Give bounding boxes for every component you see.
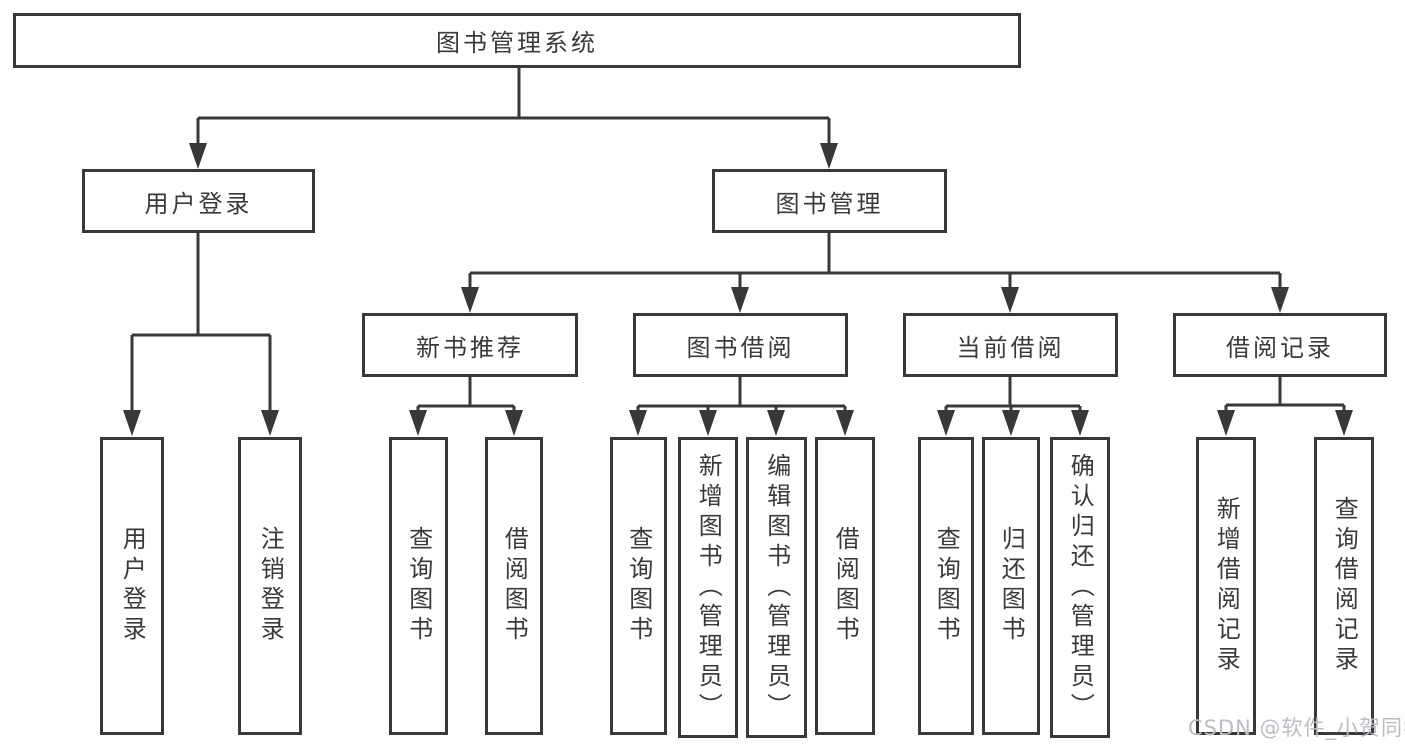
leaf-borrow-books-label: 借阅图书 xyxy=(831,526,860,646)
node-current-borrow: 当前借阅 xyxy=(903,313,1118,377)
leaf-edit-book-admin-label: 编辑图书（管理员） xyxy=(762,452,791,723)
node-user-login-label: 用户登录 xyxy=(144,189,253,218)
csdn-watermark: CSDN @软件_小贺同学 xyxy=(1188,716,1405,740)
leaf-confirm-return-admin-label: 确认归还（管理员） xyxy=(1066,452,1095,723)
node-borrow-records: 借阅记录 xyxy=(1173,313,1387,377)
leaf-logout: 注销登录 xyxy=(238,437,302,735)
node-new-book-recommend-label: 新书推荐 xyxy=(416,333,524,362)
leaf-user-login-label: 用户登录 xyxy=(118,526,147,646)
node-current-borrow-label: 当前借阅 xyxy=(956,333,1065,362)
leaf-add-book-admin: 新增图书（管理员） xyxy=(678,437,738,738)
leaf-query-books-borrow: 查询图书 xyxy=(610,437,667,735)
node-book-borrow-label: 图书借阅 xyxy=(686,333,795,362)
leaf-borrow-books-recommend-label: 借阅图书 xyxy=(500,526,529,646)
leaf-query-books-recommend: 查询图书 xyxy=(389,437,448,735)
leaf-query-books-borrow-label: 查询图书 xyxy=(624,526,653,646)
leaf-logout-label: 注销登录 xyxy=(256,526,285,646)
leaf-add-book-admin-label: 新增图书（管理员） xyxy=(694,452,723,723)
node-user-login: 用户登录 xyxy=(82,169,315,233)
node-new-book-recommend: 新书推荐 xyxy=(362,313,578,377)
node-book-management-label: 图书管理 xyxy=(775,189,884,218)
leaf-query-books-current-label: 查询图书 xyxy=(932,526,961,646)
leaf-user-login: 用户登录 xyxy=(100,437,164,735)
leaf-edit-book-admin: 编辑图书（管理员） xyxy=(746,437,807,738)
node-root-label: 图书管理系统 xyxy=(436,29,598,57)
node-book-management: 图书管理 xyxy=(712,169,947,233)
leaf-return-book-label: 归还图书 xyxy=(997,526,1026,646)
leaf-borrow-books: 借阅图书 xyxy=(815,437,875,735)
leaf-borrow-books-recommend: 借阅图书 xyxy=(485,437,543,735)
leaf-add-borrow-record-label: 新增借阅记录 xyxy=(1212,496,1241,676)
leaf-confirm-return-admin: 确认归还（管理员） xyxy=(1050,437,1110,738)
leaf-query-books-current: 查询图书 xyxy=(918,437,974,735)
node-book-borrow: 图书借阅 xyxy=(633,313,848,377)
leaf-add-borrow-record: 新增借阅记录 xyxy=(1196,437,1256,735)
node-root: 图书管理系统 xyxy=(13,13,1021,68)
node-borrow-records-label: 借阅记录 xyxy=(1226,333,1334,362)
leaf-return-book: 归还图书 xyxy=(982,437,1040,735)
leaf-query-borrow-record-label: 查询借阅记录 xyxy=(1330,496,1359,676)
leaf-query-borrow-record: 查询借阅记录 xyxy=(1314,437,1374,735)
leaf-query-books-recommend-label: 查询图书 xyxy=(404,526,433,646)
